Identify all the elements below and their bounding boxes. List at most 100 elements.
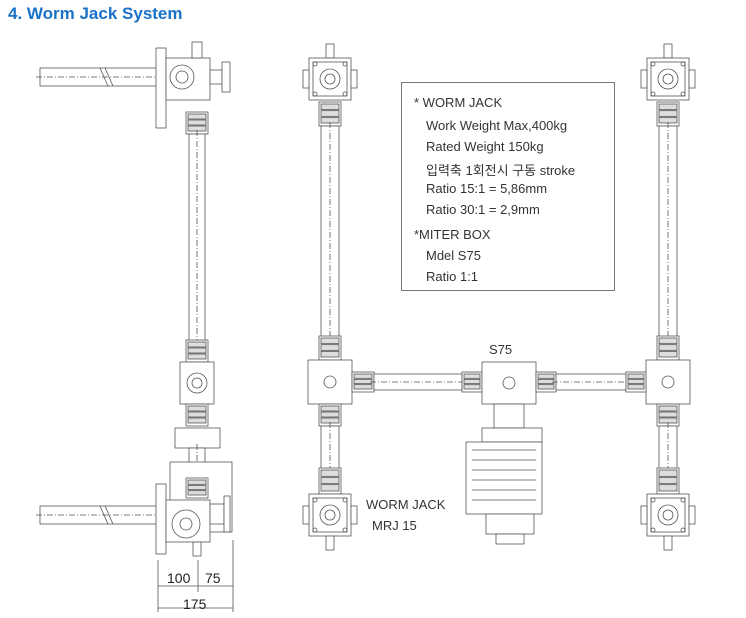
left-lower-coupling-segment — [320, 405, 340, 412]
right-top-worm-jack-bolt — [680, 61, 686, 67]
bottom-gearbox-bore-inner — [179, 517, 193, 531]
left-top-worm-jack-bolt — [342, 61, 348, 67]
top-shaft-break — [99, 67, 109, 87]
left-upper-coupling-segment — [320, 350, 340, 358]
right-bottom-worm-jack-bolt — [650, 527, 656, 533]
left-top-worm-jack-flange-right — [350, 69, 358, 89]
right-bottom-worm-jack-bolt — [680, 497, 686, 503]
bottom-handwheel-hub — [209, 503, 225, 525]
top-shaft-break — [104, 67, 114, 87]
left-bottom-coupling-segment — [320, 469, 340, 477]
mid-upper-coupling-segment — [187, 341, 207, 348]
left-corner-miter-bore — [323, 375, 337, 389]
h-coupling-3-segment — [537, 384, 555, 390]
top-gearbox-bore-inner — [175, 70, 189, 84]
bottom-gearbox-bore — [171, 509, 201, 539]
left-lower-coupling-segment — [320, 411, 340, 418]
bottom-shaft-break — [104, 505, 114, 525]
mid-lower-coupling-segment — [187, 417, 207, 424]
left-bottom-coupling-segment — [320, 484, 340, 492]
top-coupling-segment — [187, 119, 207, 126]
spec-stroke-note: 입력축 1회전시 구동 stroke — [426, 163, 576, 178]
right-bottom-coupling-segment — [658, 484, 678, 492]
left-miter-bore-inner — [191, 377, 203, 389]
h-coupling-4-segment — [627, 373, 645, 379]
bottom-shaft-break — [99, 505, 109, 525]
left-top-stub — [325, 43, 335, 59]
right-top-worm-jack-bore — [657, 68, 679, 90]
spec-ratio-15: Ratio 15:1 = 5,86mm — [426, 181, 548, 196]
right-bottom-worm-jack-bolt — [680, 527, 686, 533]
h-coupling-2-segment — [463, 384, 481, 390]
worm-jack-label: WORM JACK — [366, 497, 446, 512]
right-top-worm-jack-bolt — [650, 91, 656, 97]
right-bottom-coupling-segment — [658, 469, 678, 477]
right-bottom-worm-jack-flange-right — [688, 505, 696, 525]
top-shaft-stub — [191, 41, 203, 59]
bottom-coupling-segment — [187, 490, 207, 496]
bottom-coupling-segment — [187, 484, 207, 491]
top-gearbox-bore — [169, 64, 195, 90]
dimension-100: 100 — [167, 570, 191, 586]
h-coupling-3-segment — [537, 373, 555, 379]
bottom-coupling-segment — [187, 479, 207, 485]
right-bottom-worm-jack-bolt — [650, 497, 656, 503]
right-top-worm-jack-bolt — [650, 61, 656, 67]
left-top-coupling-segment — [320, 103, 340, 111]
motor-foot — [495, 533, 525, 545]
mid-lower-coupling-segment — [187, 405, 207, 412]
right-top-worm-jack-bolt — [680, 91, 686, 97]
motor-flange — [481, 427, 543, 443]
miter-box-label: S75 — [489, 342, 513, 357]
right-upper-coupling-segment — [658, 350, 678, 358]
left-bottom-worm-jack-bore — [319, 504, 341, 526]
right-top-coupling-segment — [658, 110, 678, 117]
top-coupling-segment — [187, 113, 207, 120]
h-coupling-4-segment — [627, 378, 645, 385]
h-coupling-1-segment — [353, 373, 373, 379]
h-coupling-3-segment — [537, 378, 555, 385]
spec-worm-jack-header: * WORM JACK — [414, 95, 503, 110]
left-bottom-worm-jack-inner — [312, 497, 348, 533]
mid-lower-coupling-segment — [187, 411, 207, 418]
left-miter-bore — [186, 372, 208, 394]
motor-body — [465, 441, 543, 515]
right-top-coupling-segment — [658, 103, 678, 111]
left-bottom-worm-jack-bolt — [312, 527, 318, 533]
left-upper-coupling-segment — [320, 337, 340, 345]
h-coupling-2-segment — [463, 378, 481, 385]
spec-model: Mdel S75 — [426, 248, 481, 263]
left-top-worm-jack-bolt — [312, 61, 318, 67]
right-lower-coupling-segment — [658, 405, 678, 412]
left-top-worm-jack-bolt — [312, 91, 318, 97]
dimension-75: 75 — [205, 570, 221, 586]
left-corner-miter-box — [307, 359, 353, 405]
left-bottom-stub — [325, 535, 335, 551]
right-lower-coupling-segment — [658, 411, 678, 418]
spec-miter-box-header: *MITER BOX — [414, 227, 491, 242]
center-miter-box — [481, 361, 537, 405]
left-top-worm-jack-bore-inner — [324, 73, 336, 85]
left-top-worm-jack-flange-left — [302, 69, 310, 89]
left-top-worm-jack-bore — [319, 68, 341, 90]
h-coupling-4-segment — [627, 384, 645, 390]
left-bottom-worm-jack-bolt — [342, 527, 348, 533]
left-top-worm-jack-inner — [312, 61, 348, 97]
mid-upper-coupling-segment — [187, 353, 207, 360]
spec-ratio: Ratio 1:1 — [426, 269, 479, 284]
bottom-shaft-stub — [192, 541, 202, 557]
bottom-handwheel — [223, 495, 231, 533]
worm-jack-model-label: MRJ 15 — [372, 518, 417, 533]
left-top-worm-jack-bolt — [342, 91, 348, 97]
mid-upper-coupling-segment — [187, 347, 207, 354]
right-bottom-worm-jack-inner — [650, 497, 686, 533]
left-lower-bracket — [174, 427, 221, 449]
right-bottom-worm-jack-flange-left — [640, 505, 648, 525]
left-miter-box — [179, 361, 215, 405]
motor-base — [485, 513, 535, 535]
spec-work-weight: Work Weight Max,400kg — [426, 118, 568, 133]
right-top-worm-jack-flange-right — [688, 69, 696, 89]
right-bottom-worm-jack-bore — [657, 504, 679, 526]
spec-ratio-30: Ratio 30:1 = 2,9mm — [426, 202, 540, 217]
